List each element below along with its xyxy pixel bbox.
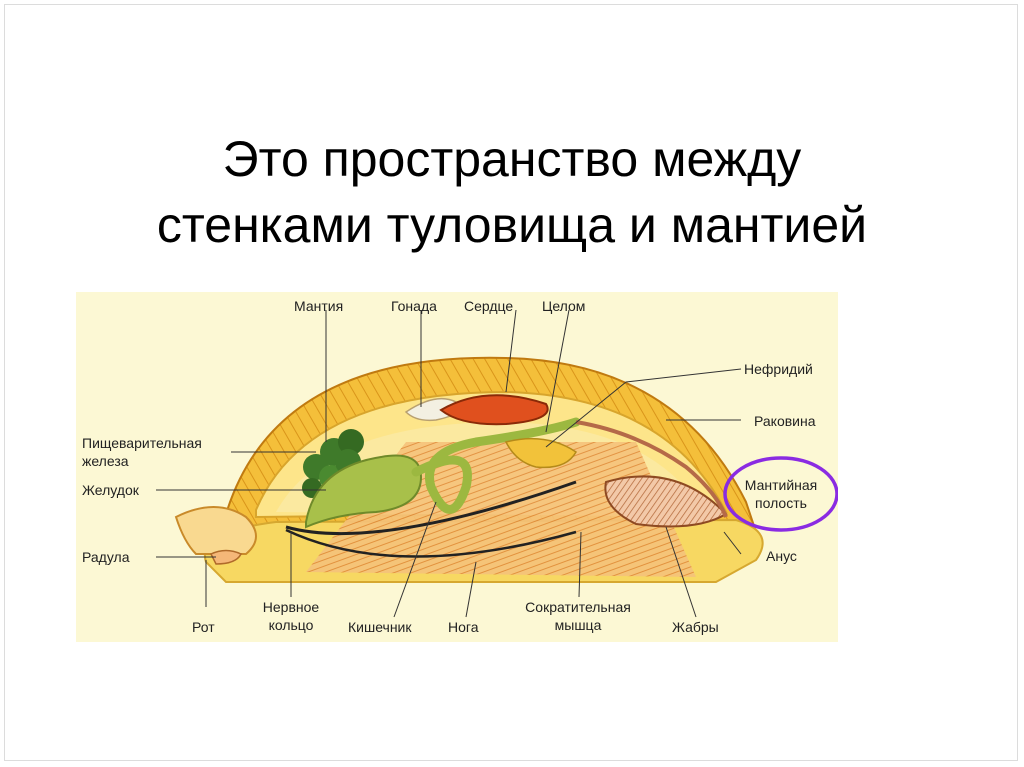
label-radula: Радула [82, 549, 130, 565]
label-mantle-cavity-line-1: Мантийная [744, 477, 818, 493]
head-shape [174, 506, 257, 555]
intestine-shape [411, 417, 581, 514]
intestine-to-anus [575, 420, 728, 518]
radula-shape [209, 549, 243, 565]
label-shell: Раковина [754, 413, 816, 429]
label-nephridium: Нефридий [744, 361, 813, 377]
label-nerve-ring: Нервное кольцо [251, 598, 331, 634]
label-contractile-muscle-line-2: мышца [554, 617, 602, 633]
label-anus: Анус [766, 548, 797, 564]
label-digestive-gland: Пищеварительная железа [82, 434, 202, 470]
label-foot: Нога [448, 619, 479, 635]
label-stomach: Желудок [82, 482, 139, 498]
label-nerve-ring-line-1: Нервное [262, 599, 320, 615]
heart-shape [439, 394, 549, 426]
label-contractile-muscle-line-1: Сократительная [525, 599, 631, 615]
label-digestive-gland-line-2: железа [82, 453, 129, 469]
coelom-shape [504, 437, 577, 469]
title-line-2: стенками туловища и мантией [156, 197, 868, 253]
nerve-cord-shape [285, 480, 577, 536]
stomach-shape [305, 454, 423, 529]
label-intestine: Кишечник [348, 619, 412, 635]
label-contractile-muscle: Сократительная мышца [508, 598, 648, 634]
leader-lines [156, 309, 742, 618]
slide-title: Это пространство между стенками туловища… [0, 126, 1024, 258]
label-digestive-gland-line-1: Пищеварительная [82, 435, 202, 451]
label-coelom: Целом [542, 298, 586, 314]
label-mantle-cavity: Мантийная полость [736, 476, 826, 512]
label-heart: Сердце [464, 298, 514, 314]
diagram-drawing [156, 309, 838, 618]
mantle-cavity-highlight [723, 456, 838, 532]
gills-shape [604, 475, 728, 528]
label-mouth: Рот [192, 619, 215, 635]
label-gonad: Гонада [391, 298, 437, 314]
label-gills: Жабры [672, 619, 719, 635]
label-mantle: Мантия [294, 298, 344, 314]
label-nerve-ring-line-2: кольцо [268, 617, 314, 633]
mollusc-anatomy-diagram: Мантия Гонада Сердце Целом Нефридий Рако… [76, 292, 838, 642]
nerve-cord-lower [285, 528, 577, 558]
label-mantle-cavity-line-2: полость [755, 495, 807, 511]
title-line-1: Это пространство между [222, 131, 802, 187]
